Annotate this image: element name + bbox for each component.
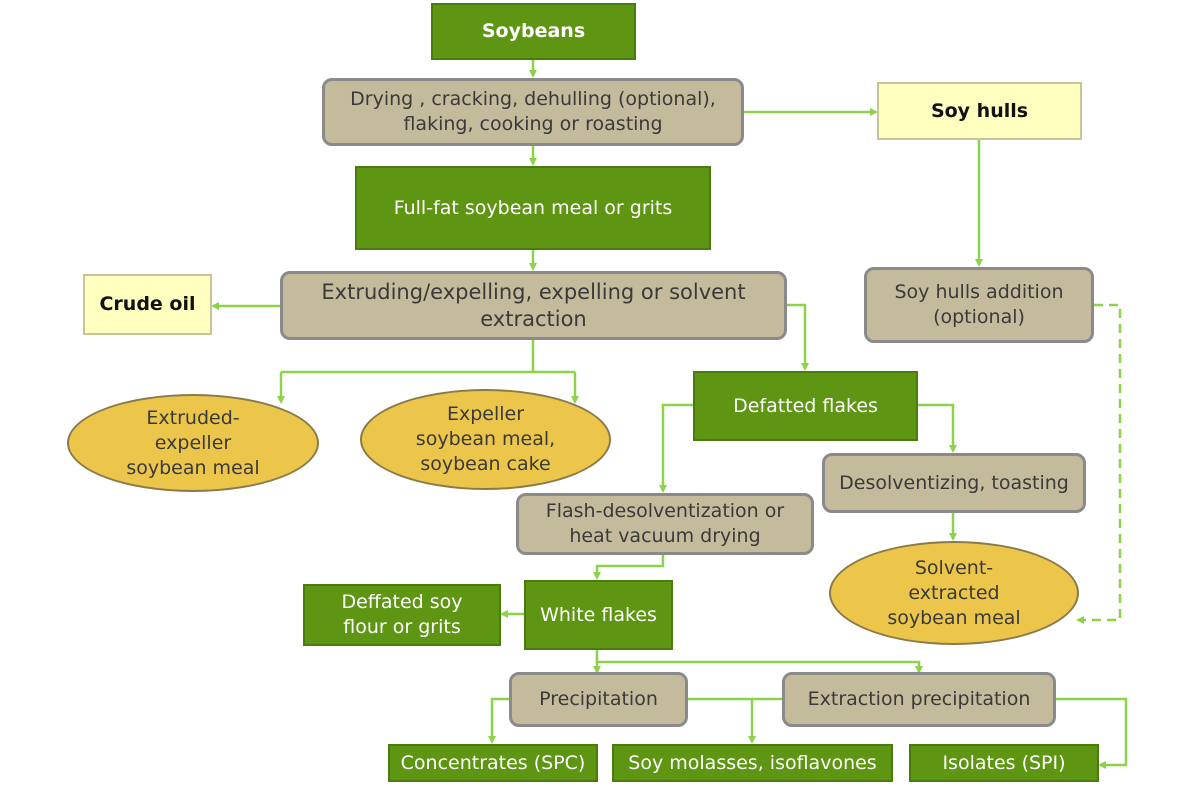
drying-box: Drying , cracking, dehulling (optional),… xyxy=(322,78,744,146)
defatted-flakes-box: Defatted flakes xyxy=(693,371,918,441)
soy-hulls-addition-box: Soy hulls addition (optional) xyxy=(864,267,1094,343)
connector-extraction-isolates xyxy=(1056,697,1128,769)
flash-desolventization-box: Flash-desolventization or heat vacuum dr… xyxy=(516,493,814,555)
desolventizing-box: Desolventizing, toasting xyxy=(822,453,1086,513)
connector-precip-molasses xyxy=(688,697,756,744)
connector-extruding-defatted xyxy=(787,303,809,371)
soy-hulls-box: Soy hulls xyxy=(877,82,1082,140)
extruding-box: Extruding/expelling, expelling or solven… xyxy=(280,271,787,340)
soy-molasses-box: Soy molasses, isoflavones xyxy=(612,744,893,782)
extraction-precipitation-box: Extraction precipitation xyxy=(782,672,1056,727)
connector-precip-concentrates xyxy=(488,697,509,744)
connector-whiteflakes-split xyxy=(595,650,923,674)
white-flakes-box: White flakes xyxy=(524,580,673,650)
full-fat-meal-box: Full-fat soybean meal or grits xyxy=(355,166,711,250)
concentrates-box: Concentrates (SPC) xyxy=(388,744,598,782)
precipitation-box: Precipitation xyxy=(509,672,688,727)
soybeans-box: Soybeans xyxy=(431,3,636,60)
isolates-box: Isolates (SPI) xyxy=(909,744,1099,782)
connector-flash-whiteflakes xyxy=(593,555,665,580)
connector-defatted-desolv xyxy=(918,403,957,453)
expeller-meal-ellipse: Expeller soybean meal, soybean cake xyxy=(360,389,611,490)
crude-oil-box: Crude oil xyxy=(83,274,212,335)
extruded-expeller-meal-ellipse: Extruded-expeller soybean meal xyxy=(67,394,319,492)
solvent-extracted-meal-ellipse: Solvent-extracted soybean meal xyxy=(829,541,1079,645)
connector-defatted-flash xyxy=(659,403,693,493)
deffated-flour-box: Deffated soy flour or grits xyxy=(303,584,501,646)
connector-addition-solventmeal xyxy=(1076,303,1122,624)
